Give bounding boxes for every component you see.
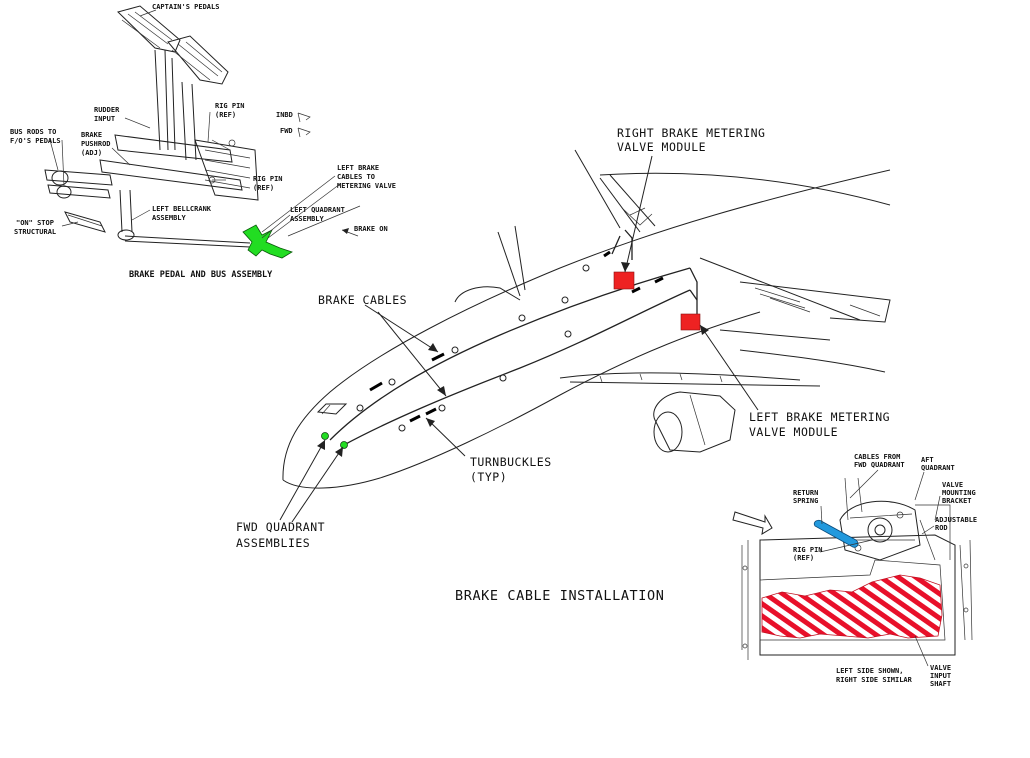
return-spring-highlight [813, 519, 859, 548]
right-valve-label-line1: RIGHT BRAKE METERING [617, 126, 765, 140]
left-valve-label-line2: VALVE MODULE [749, 425, 838, 439]
turnbuckles [369, 250, 664, 423]
main-title: BRAKE CABLE INSTALLATION [455, 588, 664, 604]
fwd-quadrant-label-line1: FWD QUADRANT [236, 520, 325, 534]
right-valve-label-line2: VALVE MODULE [617, 140, 706, 154]
on-stop-label-line1: "ON" STOP [16, 219, 54, 227]
return-spring-label-line2: SPRING [793, 497, 818, 505]
left-bellcrank-label-line1: LEFT BELLCRANK [152, 205, 212, 213]
rig-pin-mid-label-line1: RIG PIN [253, 175, 283, 183]
brake-on-label: BRAKE ON [354, 225, 388, 233]
turnbuckle [431, 352, 445, 362]
rig-pin-valve-label-line1: RIG PIN [793, 546, 823, 554]
turnbuckle [369, 381, 383, 392]
aft-quadrant-label-line1: AFT [921, 456, 934, 464]
left-quadrant-label-line1: LEFT QUADRANT [290, 206, 345, 214]
pedal-assembly-drawing [44, 5, 361, 248]
turnbuckle [409, 414, 421, 423]
valve-input-label-line3: SHAFT [930, 680, 951, 688]
cable-pulley [499, 374, 507, 382]
cable-pulley [582, 264, 590, 272]
valve-leader-lines [819, 469, 941, 667]
brake-cables-label: BRAKE CABLES [318, 293, 407, 307]
bus-rods-label-line1: BUS RODS TO [10, 128, 56, 136]
brake-pushrod-label-line1: BRAKE [81, 131, 102, 139]
left-brake-metering-valve [680, 313, 701, 331]
turnbuckles-label-line1: TURNBUCKLES [470, 455, 552, 469]
left-brake-cables-label-line3: METERING VALVE [337, 182, 396, 190]
rig-pin-valve-label-line2: (REF) [793, 554, 814, 562]
brake-pushrod-label-line2: PUSHROD [81, 140, 111, 148]
left-brake-cables-label-line2: CABLES TO [337, 173, 375, 181]
pedal-inset-title: BRAKE PEDAL AND BUS ASSEMBLY [129, 270, 273, 280]
left-quadrant-label-line2: ASSEMBLY [290, 215, 325, 223]
turnbuckle [631, 286, 641, 294]
adjustable-rod-label-line1: ADJUSTABLE [935, 516, 977, 524]
turnbuckle [654, 276, 664, 284]
pedal-leader-lines [49, 9, 291, 239]
rig-pin-mid-label-line2: (REF) [253, 184, 274, 192]
left-quadrant-highlight [242, 224, 293, 259]
bus-rods-label-line2: F/O'S PEDALS [10, 137, 61, 145]
turnbuckles-label-line2: (TYP) [470, 470, 507, 484]
cable-pulley [451, 346, 459, 354]
cable-pulley [564, 330, 572, 338]
rudder-input-label-line1: RUDDER [94, 106, 120, 114]
captains-pedals-label: CAPTAIN'S PEDALS [152, 3, 219, 11]
aft-quadrant-label-line2: QUADRANT [921, 464, 955, 472]
cable-pulley [561, 296, 569, 304]
rudder-input-label-line2: INPUT [94, 115, 115, 123]
cable-pulley [388, 378, 396, 386]
left-bellcrank-label-line2: ASSEMBLY [152, 214, 187, 222]
main-leader-lines [279, 155, 759, 523]
turnbuckle [425, 407, 437, 416]
brake-cable-runs [329, 229, 698, 447]
return-spring-label-line1: RETURN [793, 489, 818, 497]
left-brake-cables-label-line1: LEFT BRAKE [337, 164, 379, 172]
cable-pulleys [356, 264, 590, 432]
rig-pin-top-label-line1: RIG PIN [215, 102, 245, 110]
valve-mounting-label-line2: MOUNTING [942, 489, 976, 497]
valve-module-drawing [732, 477, 973, 660]
cable-pulley [438, 404, 446, 412]
fwd-quadrant-right [340, 441, 348, 449]
valve-mounting-label-line3: BRACKET [942, 497, 972, 505]
fwd-label: FWD [280, 127, 293, 135]
inbd-label: INBD [276, 111, 293, 119]
on-stop-label-line2: STRUCTURAL [14, 228, 56, 236]
right-brake-metering-valve [613, 271, 635, 290]
left-valve-label-line1: LEFT BRAKE METERING [749, 410, 890, 424]
valve-mounting-label-line1: VALVE [942, 481, 963, 489]
turnbuckle [603, 250, 611, 258]
left-side-shown-label-line2: RIGHT SIDE SIMILAR [836, 676, 913, 684]
cable-pulley [398, 424, 406, 432]
direction-arrows [297, 112, 311, 138]
aircraft-outline [282, 149, 891, 489]
fwd-quadrant-left [321, 432, 329, 440]
cables-from-label-line2: FWD QUADRANT [854, 461, 905, 469]
adjustable-rod-label-line2: ROD [935, 524, 948, 532]
valve-input-label-line1: VALVE [930, 664, 951, 672]
rig-pin-top-label-line2: (REF) [215, 111, 236, 119]
main-arrowheads [317, 262, 709, 457]
fwd-quadrant-label-line2: ASSEMBLIES [236, 536, 310, 550]
brake-on-arrow [341, 228, 359, 237]
valve-input-label-line2: INPUT [930, 672, 951, 680]
left-side-shown-label-line1: LEFT SIDE SHOWN, [836, 667, 903, 675]
cables-from-label-line1: CABLES FROM [854, 453, 900, 461]
brake-pushrod-label-line3: (ADJ) [81, 149, 102, 157]
fwd-quadrant-markers [321, 432, 348, 449]
valve-body-hatch [761, 574, 943, 639]
cable-pulley [518, 314, 526, 322]
cable-pulley [356, 404, 364, 412]
